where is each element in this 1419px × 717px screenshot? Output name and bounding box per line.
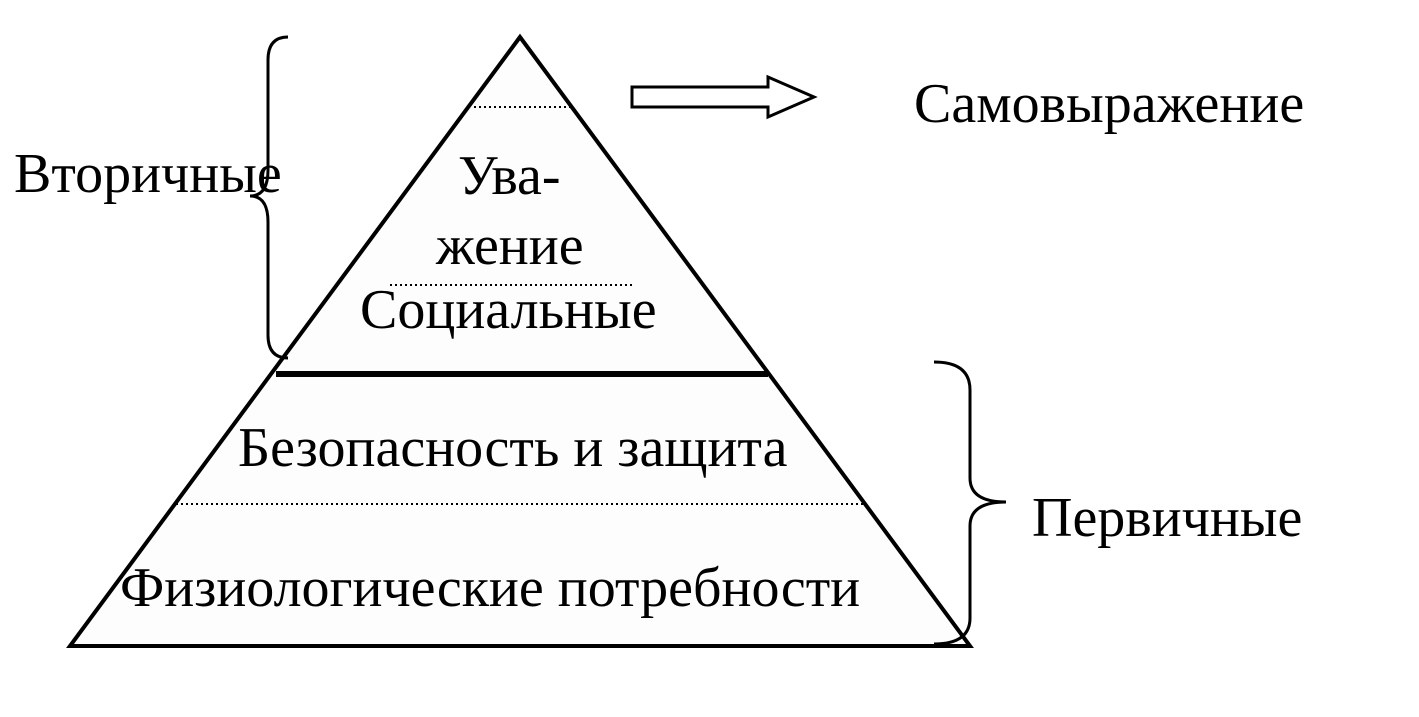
physiological-needs-label: Физиологические потребности — [120, 557, 861, 619]
left-brace-icon — [249, 35, 289, 360]
esteem-label-line1: Ува- — [458, 145, 561, 207]
social-needs-label: Социальные — [360, 279, 657, 341]
pyramid-triangle — [66, 33, 974, 648]
primary-needs-label: Первичные — [1032, 487, 1303, 549]
right-brace-icon — [933, 360, 1007, 646]
self-actualization-label: Самовыражение — [914, 73, 1305, 135]
secondary-needs-label: Вторичные — [14, 143, 282, 205]
safety-needs-label: Безопасность и защита — [238, 417, 788, 479]
esteem-label-line2: жение — [436, 215, 584, 277]
right-arrow-icon — [630, 74, 818, 120]
